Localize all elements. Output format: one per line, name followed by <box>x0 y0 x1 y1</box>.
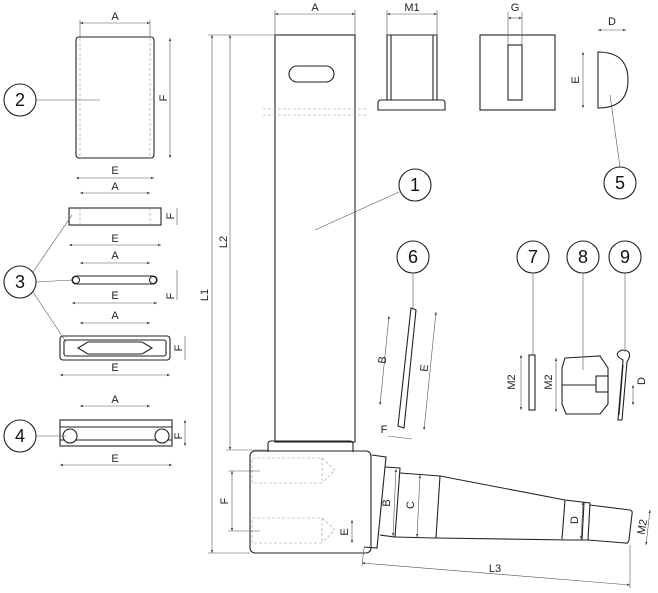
dim-label-m2: M2 <box>506 374 518 389</box>
dim-label-a: A <box>111 310 119 322</box>
dim-label-l3: L3 <box>489 563 501 575</box>
dim-label-e: E <box>111 290 118 302</box>
part-5-key: D E <box>570 16 629 168</box>
dim-label-a: A <box>111 11 119 23</box>
dim-label-a: A <box>111 394 119 406</box>
part-8-castle-nut: M2 <box>543 273 609 415</box>
dim-label-f: F <box>219 497 231 504</box>
svg-text:1: 1 <box>410 175 420 195</box>
balloon-3: 3 <box>3 265 37 299</box>
dim-label-d: D <box>636 377 648 385</box>
dim-label-f: F <box>381 424 388 436</box>
part-key-slot-view: G <box>479 2 556 111</box>
svg-text:9: 9 <box>620 247 630 267</box>
svg-text:5: 5 <box>615 173 625 193</box>
dim-label-e: E <box>339 528 351 535</box>
part-1-spindle: A L1 L2 F E B C D M2 L3 <box>199 2 651 588</box>
balloon-9: 9 <box>608 240 642 274</box>
dim-label-b: B <box>381 499 393 506</box>
dim-label-e: E <box>111 165 118 177</box>
dim-label-f: F <box>173 432 185 439</box>
svg-text:7: 7 <box>528 247 538 267</box>
svg-text:6: 6 <box>408 247 418 267</box>
svg-text:8: 8 <box>578 247 588 267</box>
dim-label-e: E <box>111 362 118 374</box>
dim-label-e: E <box>419 364 432 373</box>
dim-label-l2: L2 <box>218 236 230 248</box>
part-bushing-view: M1 <box>377 2 446 111</box>
part-7-washer: M2 <box>506 273 536 411</box>
dim-label-e: E <box>570 76 582 83</box>
dim-label-f: F <box>158 94 170 101</box>
balloon-5: 5 <box>603 166 637 200</box>
dim-label-e: E <box>111 453 118 465</box>
dim-label-a: A <box>111 181 119 193</box>
part-2-plate: A F E <box>36 11 172 180</box>
svg-text:2: 2 <box>15 90 25 110</box>
svg-text:3: 3 <box>15 272 25 292</box>
balloon-2: 2 <box>3 83 37 117</box>
part-4-thrust-bearing: A F E <box>36 394 187 467</box>
dim-label-d: D <box>608 16 616 28</box>
dim-label-m1: M1 <box>404 2 419 14</box>
dim-label-d: D <box>569 516 581 524</box>
balloon-1: 1 <box>398 168 432 202</box>
part-3-washer: A F E <box>68 181 178 247</box>
dim-label-e: E <box>111 233 118 245</box>
part-3-bearing-seal: A F E <box>59 310 186 377</box>
dim-label-c: C <box>405 501 417 509</box>
balloon-6: 6 <box>396 240 430 274</box>
dim-label-m2: M2 <box>636 518 650 535</box>
dim-label-f: F <box>173 344 185 351</box>
part-6-shim: B E F <box>377 273 437 440</box>
dim-label-a: A <box>111 250 119 262</box>
balloon-8: 8 <box>566 240 600 274</box>
svg-text:4: 4 <box>15 426 25 446</box>
dim-label-f: F <box>165 212 177 219</box>
dim-label-m2: M2 <box>543 374 555 389</box>
dim-label-f: F <box>165 292 177 299</box>
dim-label-a: A <box>311 2 319 14</box>
dim-label-g: G <box>511 2 520 14</box>
dim-label-b: B <box>377 356 390 365</box>
part-3-ring: A F E <box>71 250 178 305</box>
balloon-4: 4 <box>3 419 37 453</box>
part-9-cotter-pin: D <box>616 273 648 421</box>
balloon-7: 7 <box>516 240 550 274</box>
dim-label-l1: L1 <box>199 289 211 301</box>
